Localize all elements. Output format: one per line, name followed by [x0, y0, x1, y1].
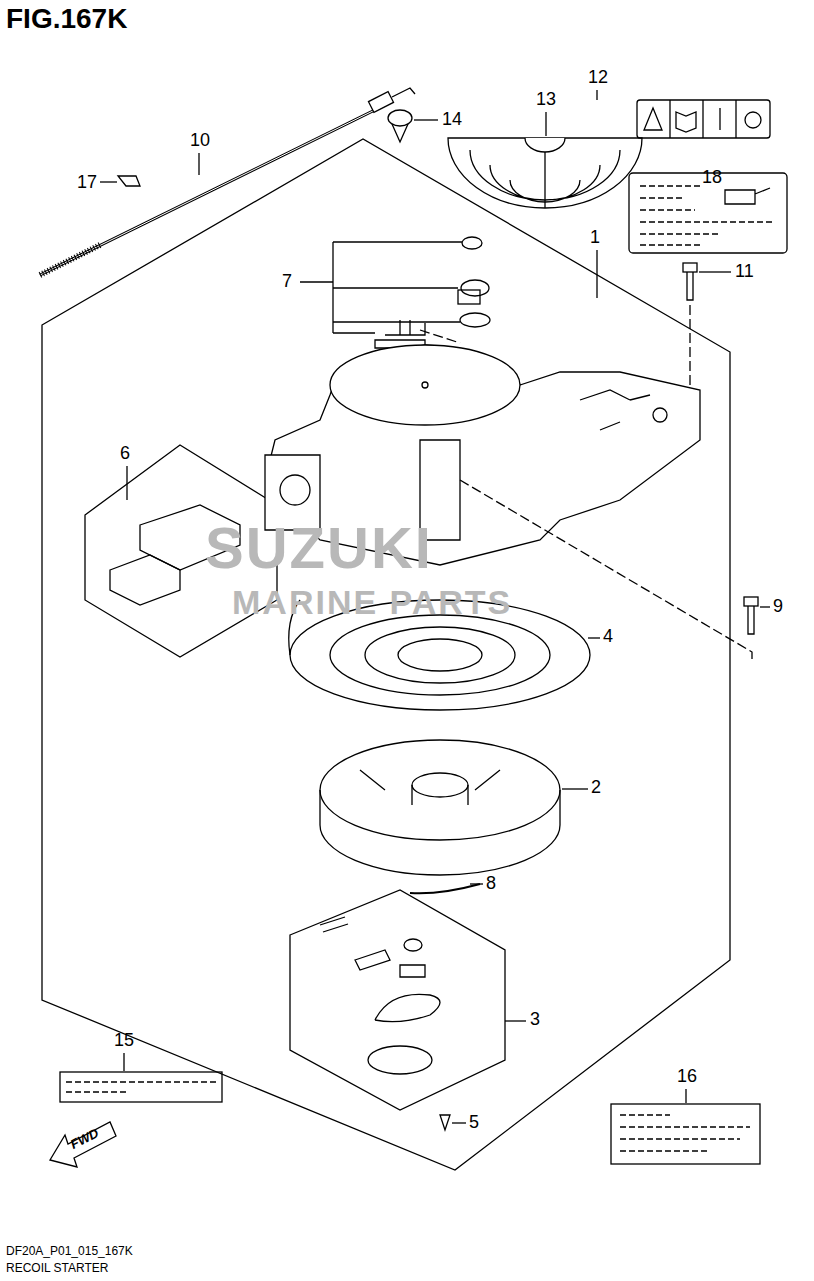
- callout-number: 8: [486, 874, 496, 894]
- group-outline: [290, 890, 505, 1110]
- arrow-label: FWD: [68, 1126, 101, 1152]
- callout-number: 16: [677, 1067, 697, 1087]
- clamp: [118, 176, 140, 186]
- callout-number: 3: [530, 1010, 540, 1030]
- clip: [388, 110, 412, 142]
- screw: [440, 1115, 450, 1130]
- decal-disc: [448, 138, 642, 208]
- bolt: [683, 263, 697, 300]
- watermark: SUZUKI: [205, 516, 433, 580]
- cable: [40, 88, 415, 275]
- callout-number: 15: [114, 1031, 134, 1051]
- assembly-outline: [42, 139, 730, 1170]
- callout-number: 12: [588, 68, 608, 88]
- callout-number: 1: [590, 228, 600, 248]
- callout-number: 14: [442, 110, 462, 130]
- callout-number: 7: [282, 272, 292, 292]
- leader-line: [100, 90, 770, 1123]
- callout-number: 17: [77, 173, 97, 193]
- figure-code: DF20A_P01_015_167K: [6, 1245, 133, 1258]
- figure-caption: RECOIL STARTER: [6, 1262, 108, 1275]
- callout-number: 18: [702, 168, 722, 188]
- figure-title: FIG.167K: [6, 4, 127, 35]
- rope-reel: [320, 740, 560, 875]
- watermark: MARINE PARTS: [232, 584, 512, 621]
- starter-rope: [410, 884, 480, 893]
- callout-number: 13: [536, 90, 556, 110]
- warning-plate: [637, 100, 770, 138]
- callout-number: 9: [773, 597, 783, 617]
- label-plate: [60, 1072, 760, 1164]
- forward-arrow: [50, 1122, 116, 1167]
- callout-number: 2: [591, 778, 601, 798]
- small-parts: [375, 237, 490, 348]
- callout-number: 6: [120, 444, 130, 464]
- ratchet-parts: [320, 917, 440, 1074]
- callout-number: 11: [735, 262, 754, 282]
- callout-number: 4: [603, 627, 613, 647]
- bolt: [744, 597, 758, 634]
- callout-number: 5: [469, 1113, 479, 1133]
- callout-number: 10: [190, 131, 210, 151]
- center-line: [460, 480, 752, 660]
